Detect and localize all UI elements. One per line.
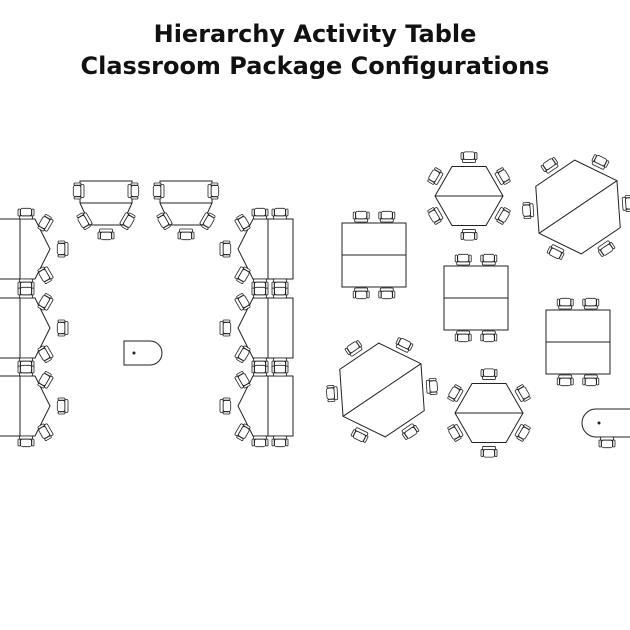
- chair-icon: [271, 207, 289, 220]
- hexagon-a: [426, 151, 512, 241]
- chair-icon: [378, 287, 396, 300]
- chair-icon: [127, 182, 140, 200]
- chair-icon: [480, 330, 498, 343]
- chair-icon: [480, 446, 498, 458]
- chair-icon: [352, 287, 370, 300]
- chair-icon: [582, 297, 600, 310]
- stacked-half-hex-left: [0, 207, 69, 448]
- chair-icon: [17, 364, 35, 377]
- chair-icon: [556, 374, 574, 387]
- rectangle-pair-c: [546, 297, 610, 387]
- table-marker: [132, 351, 136, 355]
- chair-icon: [177, 228, 195, 241]
- chair-icon: [251, 364, 269, 377]
- chair-icon: [219, 319, 232, 337]
- chair-icon: [56, 240, 69, 258]
- table-half: [268, 298, 293, 358]
- rotated-hexagon-b: [325, 336, 439, 444]
- rotated-hexagon-a: [521, 153, 630, 261]
- chair-icon: [598, 436, 616, 449]
- chair-icon: [454, 330, 472, 343]
- chair-icon: [56, 397, 69, 415]
- end-table: [582, 409, 630, 437]
- chair-icon: [72, 182, 85, 200]
- chair-icon: [513, 422, 532, 443]
- title-line-2: Classroom Package Configurations: [80, 52, 550, 80]
- table-half: [268, 219, 293, 279]
- chair-icon: [271, 435, 289, 448]
- chair-icon: [56, 319, 69, 337]
- chair-icon: [546, 243, 566, 261]
- chair-icon: [251, 435, 269, 448]
- table-half: [0, 376, 20, 436]
- hexagon-b: [446, 368, 532, 458]
- chair-icon: [493, 166, 512, 187]
- chair-icon: [325, 384, 339, 403]
- end-table-right: [582, 409, 630, 449]
- rectangle-pair-a: [342, 210, 406, 300]
- chair-icon: [426, 166, 445, 187]
- chair-icon: [219, 397, 232, 415]
- chair-icon: [97, 228, 115, 241]
- end-table: [124, 341, 162, 365]
- chair-icon: [446, 422, 465, 443]
- chair-icon: [251, 286, 269, 299]
- chair-icon: [425, 377, 439, 396]
- title-line-1: Hierarchy Activity Table: [153, 20, 477, 48]
- table-half: [0, 219, 20, 279]
- chair-icon: [251, 207, 269, 220]
- chair-icon: [521, 201, 535, 220]
- table-marker: [597, 421, 601, 425]
- table-half: [268, 376, 293, 436]
- chair-icon: [493, 205, 512, 226]
- chair-icon: [446, 383, 465, 404]
- chair-icon: [394, 336, 414, 354]
- chair-icon: [460, 229, 478, 241]
- rectangle-pair-b: [444, 253, 508, 343]
- single-end-table: [124, 341, 162, 365]
- chair-icon: [621, 194, 630, 213]
- chair-icon: [590, 153, 610, 171]
- chair-icon: [17, 286, 35, 299]
- chair-icon: [378, 210, 396, 223]
- chair-icon: [513, 383, 532, 404]
- chair-icon: [350, 426, 370, 444]
- chair-icon: [152, 182, 165, 200]
- chair-icon: [556, 297, 574, 310]
- chair-icon: [219, 240, 232, 258]
- chair-icon: [207, 182, 220, 200]
- chair-icon: [454, 253, 472, 266]
- stacked-half-hex-right: [219, 207, 293, 448]
- chair-icon: [271, 364, 289, 377]
- table-half: [0, 298, 20, 358]
- chair-icon: [582, 374, 600, 387]
- chair-icon: [460, 151, 478, 163]
- chair-icon: [17, 435, 35, 448]
- chair-icon: [480, 253, 498, 266]
- chair-icon: [271, 286, 289, 299]
- chair-icon: [426, 205, 445, 226]
- chair-icon: [17, 207, 35, 220]
- chair-icon: [352, 210, 370, 223]
- chair-icon: [480, 368, 498, 380]
- paired-trapezoids-top: [72, 181, 220, 241]
